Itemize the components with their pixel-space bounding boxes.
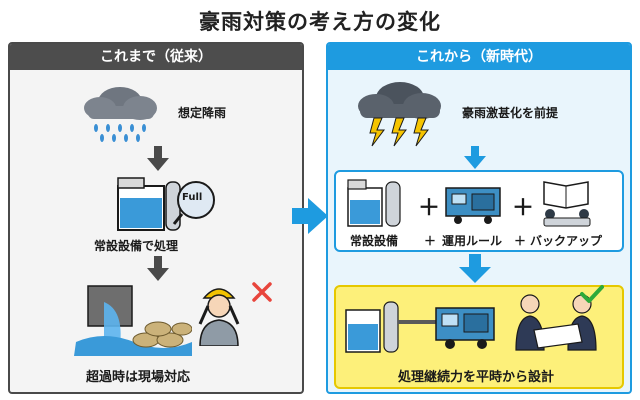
meeting-manual-icon — [543, 181, 591, 227]
overflow-sandbags-icon — [74, 285, 192, 356]
integrated-system-icon — [345, 301, 495, 353]
component-rules-text: 運用ルール — [442, 234, 503, 248]
down-arrow-icon — [147, 256, 169, 281]
left-panel-header: これまで（従来） — [10, 44, 302, 70]
component-backup-text: バックアップ — [530, 234, 603, 248]
down-arrow-icon — [147, 146, 169, 171]
permanent-facility-label: 常設設備で処理 — [94, 239, 179, 253]
down-arrow-icon — [464, 146, 486, 169]
full-tank-facility-icon — [117, 177, 215, 231]
storm-cloud-icon — [358, 82, 441, 147]
onsite-response-label: 超過時は現場対応 — [86, 370, 191, 385]
assumed-rainfall-label: 想定降雨 — [178, 106, 227, 120]
result-label: 処理継続力を平時から設計 — [398, 370, 555, 385]
worried-worker-icon — [198, 288, 240, 346]
component-backup-label: ＋ — [514, 234, 527, 248]
component-facility-label: 常設設備 — [350, 234, 399, 248]
right-panel-header: これから（新時代） — [328, 44, 630, 70]
cross-icon — [252, 282, 272, 302]
page-title: 豪雨対策の考え方の変化 — [199, 10, 441, 34]
engineers-planning-icon — [515, 294, 597, 351]
facility-icon — [347, 179, 401, 227]
plus-sign: ＋ — [418, 196, 441, 221]
transition-arrow-icon — [292, 198, 328, 234]
plus-sign: ＋ — [512, 196, 535, 221]
mobile-unit-icon — [445, 187, 501, 224]
full-badge: Full — [182, 192, 203, 203]
rain-cloud-icon — [84, 87, 157, 142]
component-rules-label: ＋ — [424, 234, 437, 248]
premise-label: 豪雨激甚化を前提 — [462, 106, 559, 120]
check-icon — [580, 285, 604, 303]
down-arrow-icon — [459, 254, 491, 283]
